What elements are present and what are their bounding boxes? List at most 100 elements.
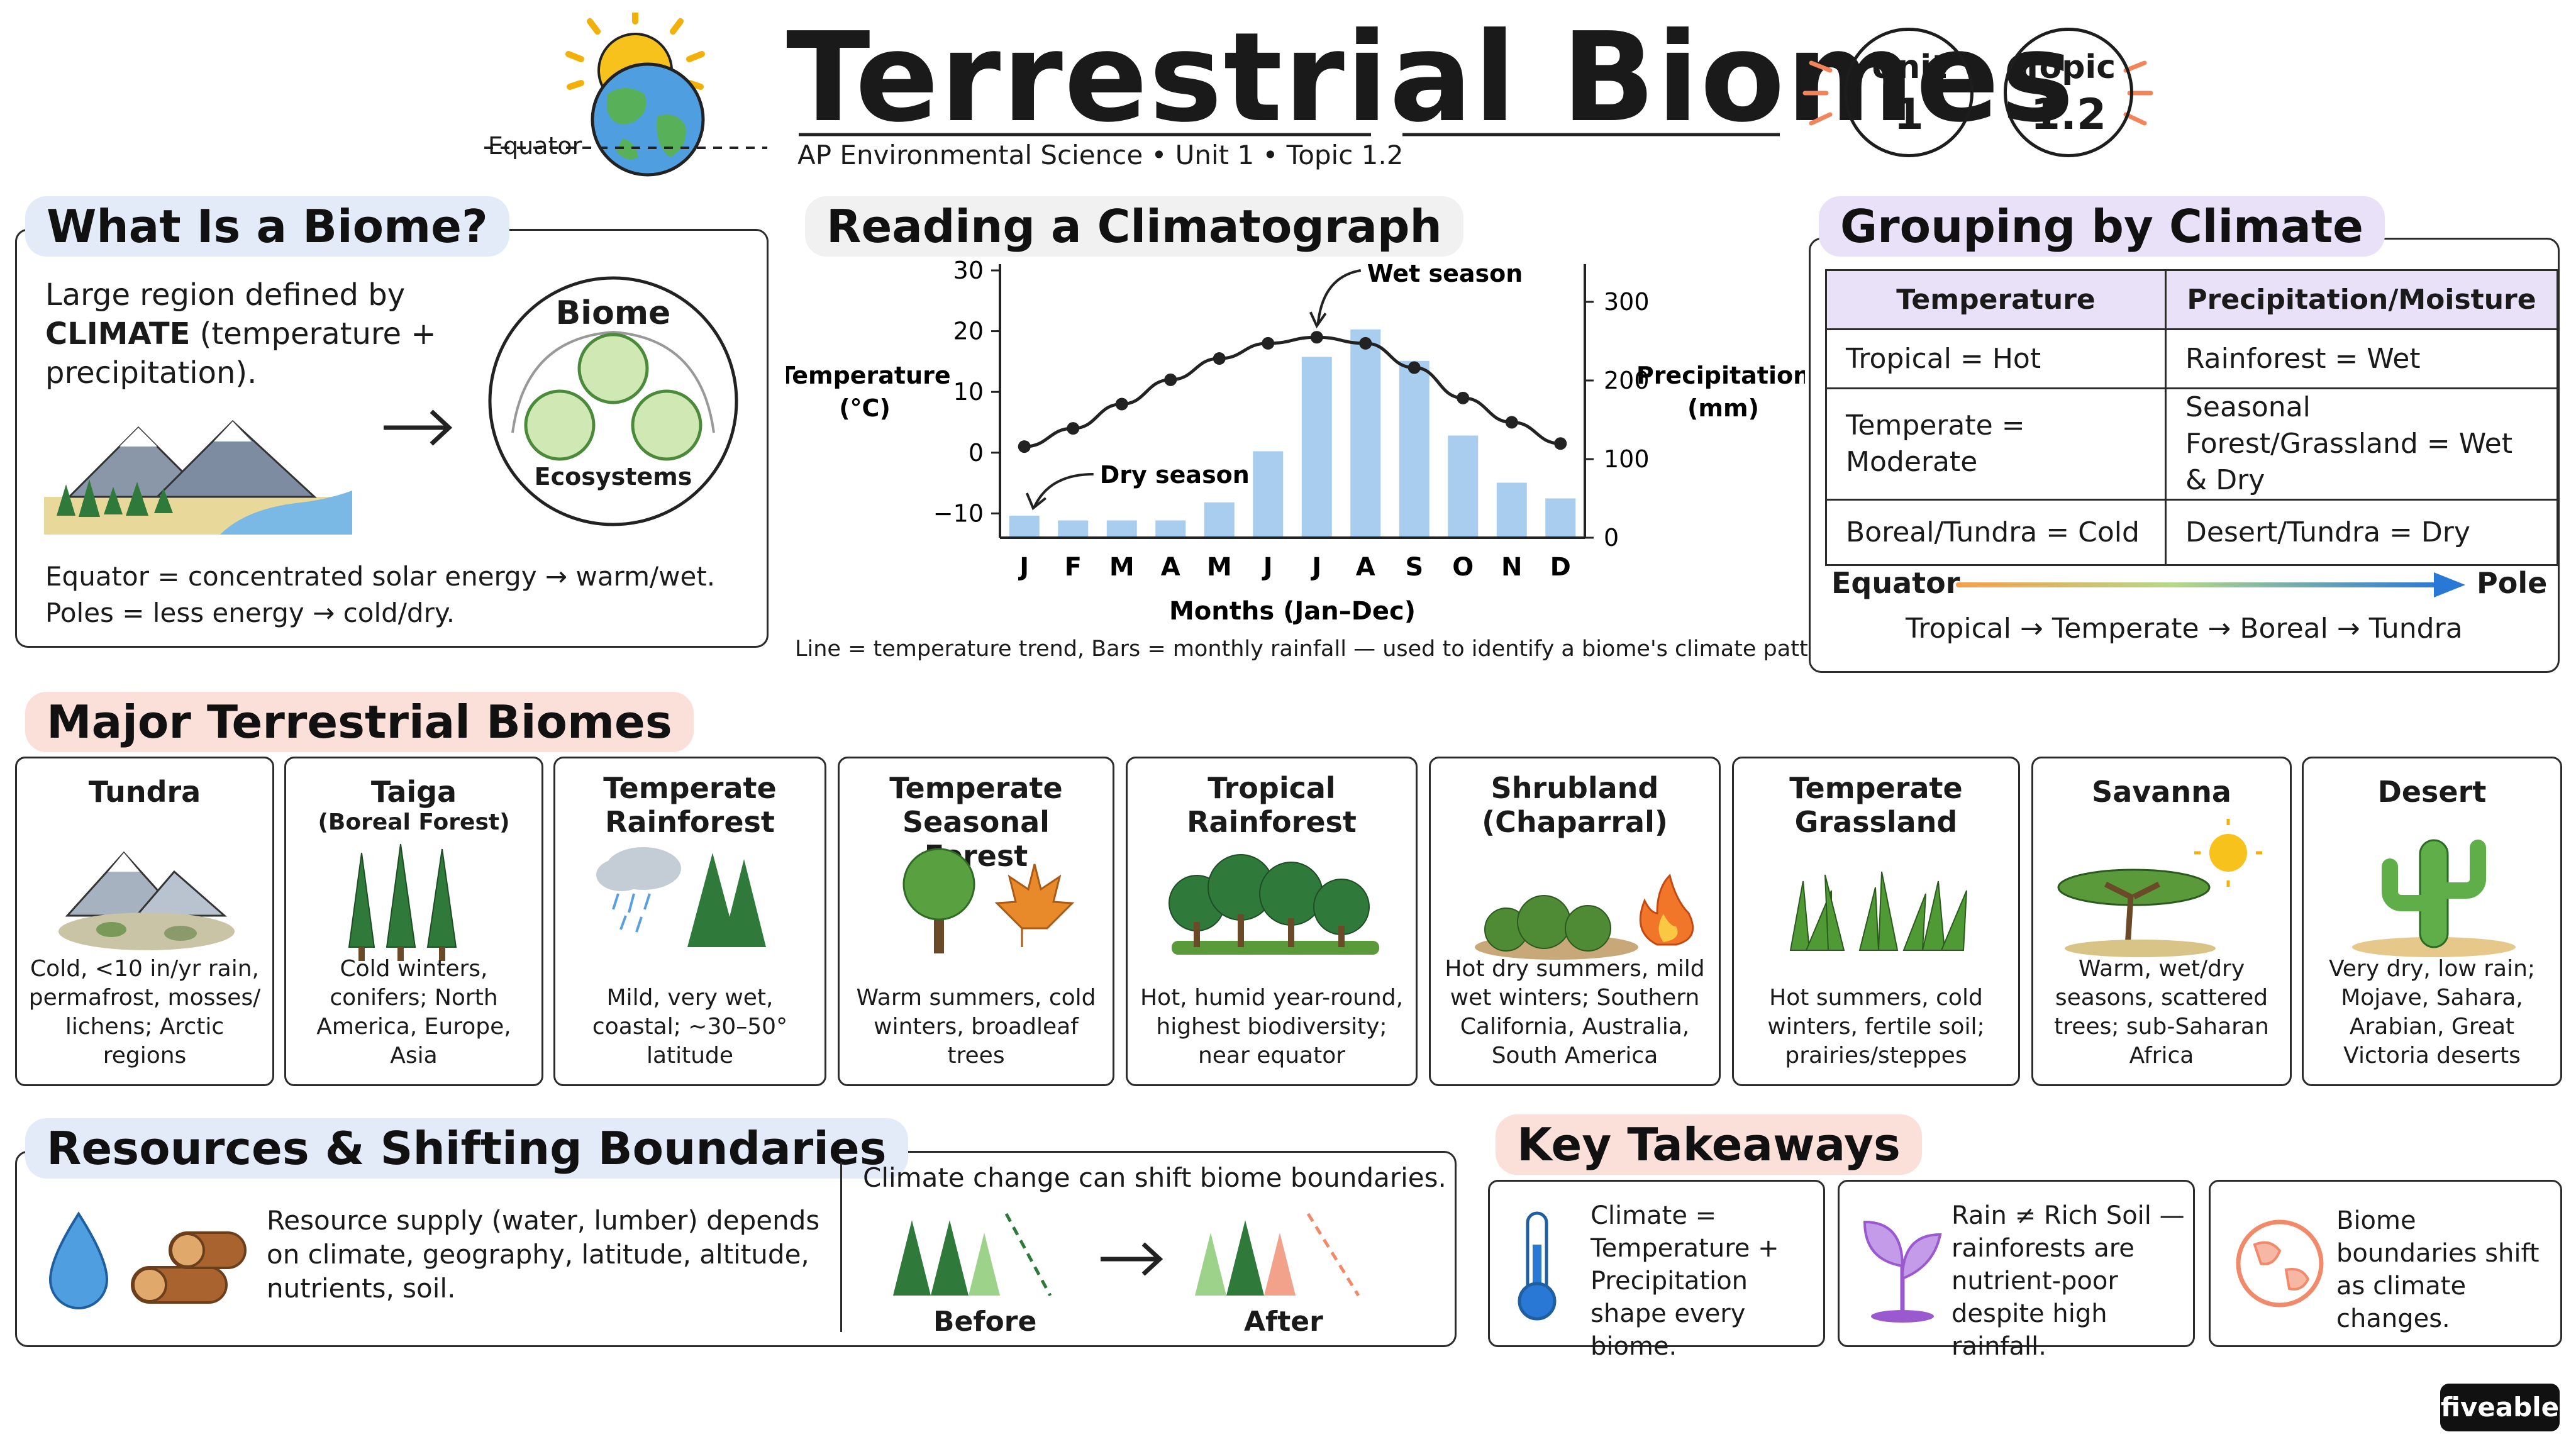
topic-badge: Topic 1.2 [2004,28,2133,157]
dry-season-arrow [1033,473,1094,508]
x-tick-label: M [1207,553,1232,582]
left-tick-label: 0 [969,439,984,467]
biome-card-subtitle: (Boreal Forest) [318,809,510,835]
right-tick-label: 100 [1604,445,1650,473]
biome-card-description: Warm, wet/dry seasons, scattered trees; … [2054,956,2269,1069]
biome-card-title: Taiga [370,775,457,809]
temperature-point [1457,391,1470,404]
equator-label: Equator [488,132,582,160]
acacia-sun-icon [2057,819,2262,957]
table-header-temperature: Temperature [1825,269,2167,330]
biome-card-description: Very dry, low rain; Mojave, Sahara, Arab… [2328,956,2536,1069]
resources-text: Resource supply (water, lumber) depends … [267,1205,820,1304]
precipitation-bar [1496,482,1527,538]
x-tick-label: M [1109,553,1135,582]
precipitation-bar [1106,520,1137,538]
table-cell: Desert/Tundra = Dry [2165,499,2558,566]
x-tick-label: O [1452,553,1474,582]
biome-definition-bold: CLIMATE [45,316,191,352]
x-tick-label: J [1310,553,1321,582]
left-tick-label: −10 [933,499,984,527]
arrow-right-icon [384,409,453,446]
precipitation-bar [1399,360,1430,538]
table-cell: Tropical = Hot [1825,328,2167,389]
grass-icon [1789,871,1967,951]
right-tick-label: 200 [1604,367,1650,394]
resources-divider [840,1162,842,1332]
climatograph-heading: Reading a Climatograph [805,196,1463,257]
precipitation-bar [1204,502,1235,538]
page-subtitle: AP Environmental Science • Unit 1 • Topi… [797,140,1404,170]
climatograph-caption: Line = temperature trend, Bars = monthly… [795,636,1852,662]
table-header-row: Temperature Precipitation/Moisture [1825,269,2558,330]
precipitation-bars [1009,329,1576,538]
equator-pole-gradient-arrow [1956,572,2465,597]
x-tick-label: A [1356,553,1375,582]
biome-card-description: Hot dry summers, mild wet winters; South… [1445,956,1705,1069]
dry-season-arrowhead [1025,492,1046,511]
table-header-precipitation: Precipitation/Moisture [2165,269,2558,330]
biome-card-temperate-seasonal-forest: Temperate Seasonal Forest Warm summers, … [838,757,1114,1086]
unit-badge: Unit 1 [1844,28,1974,157]
resources-panel [15,1151,1457,1347]
shift-title: Climate change can shift biome boundarie… [863,1162,1446,1193]
tundra-icon [58,851,235,950]
table-cell: Temperate = Moderate [1825,387,2167,501]
biome-definition-pre: Large region defined by [45,277,406,313]
y-right-unit: (mm) [1687,394,1759,422]
takeaway-text: Climate = Temperature + Precipitation sh… [1591,1201,1779,1361]
temperature-point [1359,336,1372,350]
globe-icon [591,62,705,177]
poles-energy-line: Poles = less energy → cold/dry. [45,597,455,628]
x-tick-label: F [1065,553,1082,582]
unit-badge-label: Unit [1870,48,1947,86]
biome-card-title: Tropical Rainforest [1187,771,1357,839]
x-tick-label: S [1405,553,1423,582]
biome-card-tundra: Tundra Cold, <10 in/yr rain, permafrost,… [15,757,274,1086]
biome-card-description: Hot summers, cold winters, fertile soil;… [1767,985,1985,1069]
before-trees-icon [893,1213,1052,1297]
biome-card-title: Temperate Seasonal Forest [889,771,1063,873]
shift-before-after-illustration [893,1213,1360,1297]
climate-grouping-table: Temperature Precipitation/Moisture Tropi… [1825,269,2558,566]
biome-sequence: Tropical → Temperate → Boreal → Tundra [1906,613,2463,645]
biome-card-tropical-rainforest: Tropical Rainforest Hot, humid year-roun… [1126,757,1418,1086]
temperature-point [1505,416,1518,429]
temperature-curve [1024,335,1561,448]
y-right-title: Precipitation [1636,362,1805,389]
globe-icon [2236,1219,2324,1307]
log-pile-icon [131,1231,247,1304]
title-underline [799,133,1780,136]
fiveable-logo: fiveable [2440,1384,2560,1431]
x-tick-label: D [1550,553,1571,582]
biome-card-title: Temperate Rainforest [603,771,777,839]
dry-season-label: Dry season [1100,461,1250,489]
gradient-start-label: Equator [1831,566,1960,600]
precipitation-bar [1301,357,1332,538]
biome-definition-post: (temperature + precipitation). [45,316,436,391]
topic-badge-label: Topic [2021,48,2116,86]
sun-globe-illustration [484,13,767,177]
major-biomes-heading: Major Terrestrial Biomes [25,692,694,752]
temperature-point [1554,437,1567,450]
temperature-point [1018,440,1031,453]
biome-ecosystems-diagram [488,276,738,526]
unit-badge-number: 1 [1894,90,1924,140]
x-tick-label: J [1018,553,1029,582]
temperature-point [1310,331,1323,344]
table-row: Temperate = Moderate Seasonal Forest/Gra… [1825,387,2558,501]
biome-card-description: Cold, <10 in/yr rain, permafrost, mosses… [28,956,261,1069]
biome-circle-title: Biome [555,294,671,332]
biome-card-description: Warm summers, cold winters, broadleaf tr… [856,985,1096,1069]
y-left-title: Temperature [786,362,951,389]
grouping-heading: Grouping by Climate [1819,196,2385,257]
y-left-unit: (°C) [839,394,891,422]
precipitation-bar [1009,516,1040,538]
x-tick-label: A [1161,553,1180,582]
precipitation-bar [1350,329,1381,538]
topic-badge-number: 1.2 [2030,90,2107,140]
takeaway-card: Climate = Temperature + Precipitation sh… [1488,1180,1825,1361]
